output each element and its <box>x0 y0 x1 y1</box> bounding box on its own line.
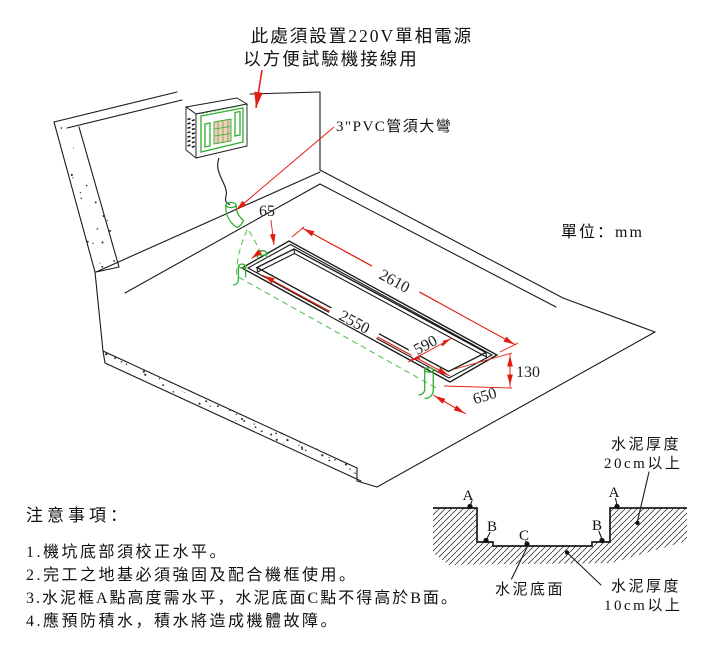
isometric-structure <box>53 91 656 488</box>
point-b-left-dot <box>483 537 489 544</box>
pipe-stub-south <box>418 367 434 400</box>
point-a-right-label: A <box>609 485 620 501</box>
notes-title: 注意事項： <box>26 506 131 525</box>
power-note-line2: 以方便試驗機接線用 <box>243 49 419 69</box>
dim-flange-width: 65 <box>259 203 275 220</box>
notes-block: 注意事項： 1.機坑底部須校正水平。 2.完工之地基必須強固及配合機框使用。 3… <box>26 506 459 630</box>
power-note-line1: 此處須設置220V單相電源 <box>251 26 473 46</box>
pvc-note-label: 3"PVC管須大彎 <box>336 118 452 135</box>
section-detail: A B C B A 水泥厚度 20cm以上 水泥底面 水泥厚度 10cm以上 <box>433 436 687 614</box>
pvc-note-leader <box>235 126 335 211</box>
cement-bottom-label: 水泥底面 <box>495 581 565 598</box>
dim-outer-width: 650 <box>471 385 499 408</box>
point-b-right-dot <box>599 537 605 544</box>
point-b-left-label: B <box>487 519 497 535</box>
thickness-top-label-1: 水泥厚度 <box>611 436 681 453</box>
dimension-2610: 2610 <box>291 226 519 353</box>
power-note-arrow <box>254 69 263 109</box>
vent-slots-icon <box>187 117 196 148</box>
point-a-left-label: A <box>463 488 474 504</box>
dim-frame-height: 130 <box>516 364 540 381</box>
point-c-dot <box>524 541 530 547</box>
dimension-65: 65 <box>251 203 276 259</box>
thickness-top-label-2: 20cm以上 <box>604 455 682 472</box>
pipe-stub-west <box>232 263 247 286</box>
thickness-bottom-label-1: 水泥厚度 <box>611 578 681 595</box>
pit-frame <box>240 240 499 383</box>
pvc-piping <box>217 157 439 400</box>
control-box <box>184 97 249 159</box>
concrete-hatch <box>433 508 687 565</box>
point-a-left-dot <box>467 503 473 510</box>
note-item-3: 3.水泥框A點高度需水平，水泥底面C點不得高於B面。 <box>26 589 459 607</box>
unit-note: 單位：mm <box>561 223 644 241</box>
control-panel-icon <box>200 105 244 153</box>
point-a-right-dot <box>614 503 620 510</box>
note-item-1: 1.機坑底部須校正水平。 <box>26 543 228 561</box>
concrete-speckles <box>60 127 356 475</box>
hidden-pipe-dashed <box>235 229 439 390</box>
note-item-2: 2.完工之地基必須強固及配合機框使用。 <box>26 566 358 584</box>
point-b-right-label: B <box>592 518 602 534</box>
dimension-130: 130 <box>443 352 540 389</box>
note-item-4: 4.應預防積水，積水將造成機體故障。 <box>26 611 339 630</box>
dimension-2550: 2550 <box>261 274 451 377</box>
point-c-label: C <box>519 528 529 544</box>
dimension-650: 650 <box>432 385 499 415</box>
power-cable <box>217 157 231 206</box>
thickness-bottom-label-2: 10cm以上 <box>604 597 682 614</box>
